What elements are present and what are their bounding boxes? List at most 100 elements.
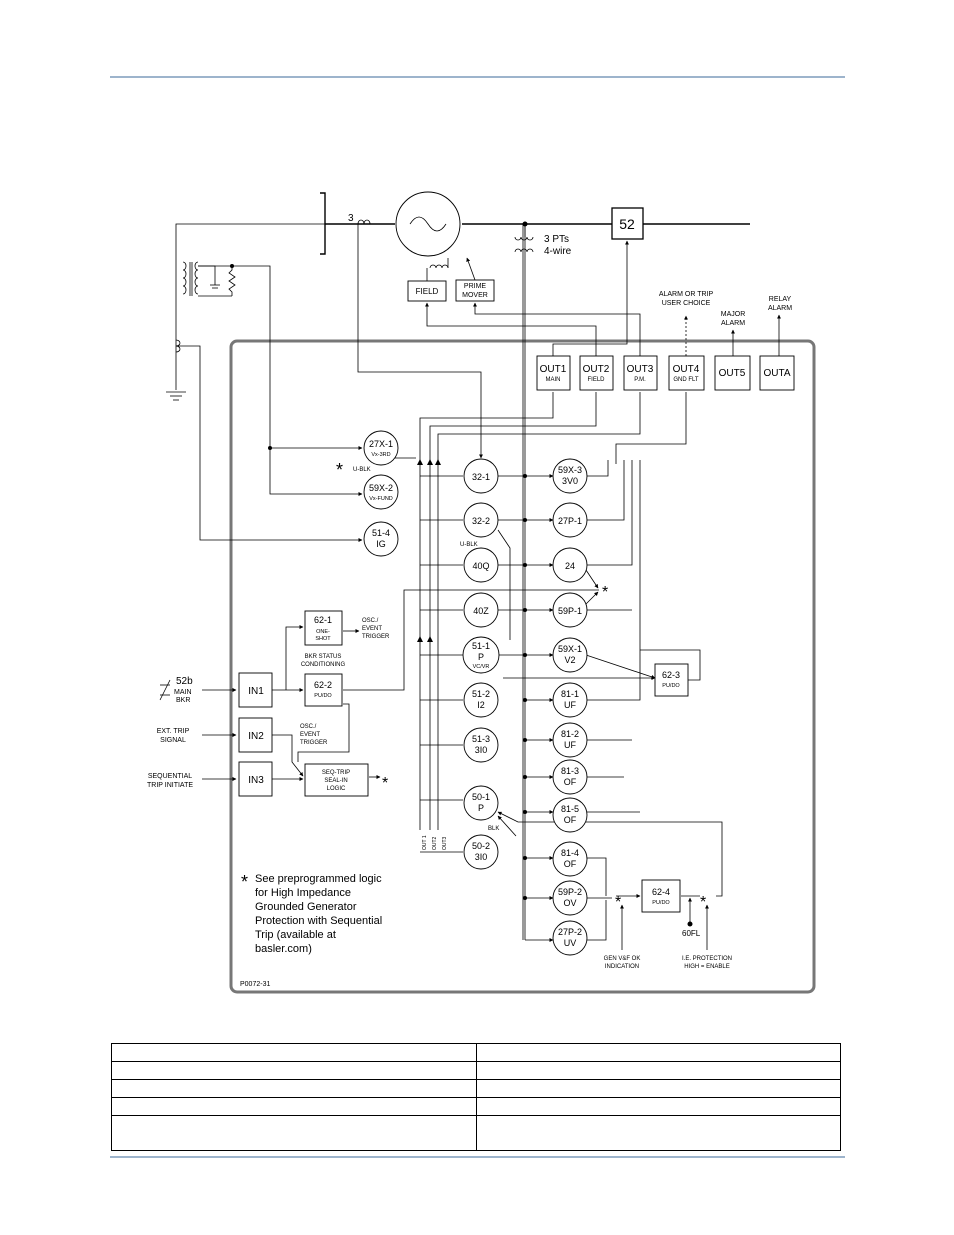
element-514-label: 51-4: [372, 528, 390, 538]
output-boxes: OUT1 MAIN OUT2 FIELD OUT3 P.M. OUT4 GND …: [536, 355, 795, 391]
right-elements: 59X-3 3V0 27P-1 24 * 59P-1 59X-1 V2 81-1…: [552, 458, 608, 956]
in1-label: IN1: [248, 686, 264, 697]
star-mark-4: *: [615, 894, 621, 911]
element-514-sub: IG: [376, 539, 386, 549]
bkr-52b-label: 52b: [176, 676, 193, 687]
element-501-label: 50-1: [472, 792, 490, 802]
seq-trip-label-2: SEAL-IN: [324, 778, 347, 784]
element-514: [363, 521, 399, 557]
element-815: [552, 797, 588, 833]
alarm-trip-label-2: USER CHOICE: [662, 300, 711, 307]
field-box: [407, 280, 447, 302]
element-40z-label: 40Z: [473, 606, 489, 616]
osc2-label-3: TRIGGER: [300, 740, 328, 746]
osc1-label-2: EVENT: [362, 626, 382, 632]
box-621-label-3: SHOT: [315, 636, 331, 642]
element-813-mid: OF: [564, 777, 577, 787]
element-512-mid: I2: [477, 700, 485, 710]
out3-vertical-label: OUT3: [442, 836, 448, 850]
note-line-3: Grounded Generator: [255, 901, 357, 913]
ie-protection-label-2: HIGH = ENABLE: [684, 964, 730, 970]
pt-label-2: 4-wire: [544, 246, 572, 257]
element-59x1-mid: V2: [564, 655, 575, 665]
relay-alarm-label: RELAY: [769, 296, 792, 303]
element-27x1: [363, 430, 399, 466]
element-27p2: [552, 920, 588, 956]
element-27x1-sub: Vx-3RD: [371, 452, 390, 458]
element-513-mid: 3I0: [475, 745, 488, 755]
major-alarm-label: MAJOR: [721, 311, 746, 318]
fl60-label: 60FL: [682, 929, 701, 938]
in1-box: [238, 672, 273, 708]
element-59p1-label: 59P-1: [558, 606, 582, 616]
field-label: FIELD: [416, 287, 439, 296]
prime-mover-box: [455, 279, 495, 302]
out2-label: OUT2: [583, 364, 610, 375]
box-622-label-2: PU/DO: [314, 693, 332, 699]
in2-label: IN2: [248, 731, 264, 742]
star-mark-2: *: [602, 584, 608, 601]
element-512: [463, 682, 499, 718]
table-row: [111, 1061, 841, 1080]
element-511: [462, 636, 500, 674]
element-513: [463, 727, 499, 763]
element-501-mid: P: [478, 803, 484, 813]
note-star: *: [241, 872, 248, 892]
footer-rule: [110, 1156, 845, 1158]
breaker-52-label: 52: [619, 216, 635, 232]
box-624: [641, 879, 681, 913]
box-624-label-2: PU/DO: [652, 900, 670, 906]
major-alarm-label-2: ALARM: [721, 320, 745, 327]
element-502: [463, 834, 499, 870]
header-rule: [110, 76, 845, 78]
out1-box: [536, 355, 571, 391]
prime-mover-label: PRIME: [464, 283, 487, 290]
drawing-number: P0072-31: [240, 981, 270, 988]
element-27x1-label: 27X-1: [369, 439, 393, 449]
element-40z: [463, 592, 499, 628]
ext-trip-label: EXT. TRIP: [157, 728, 190, 735]
osc2-label-2: EVENT: [300, 732, 320, 738]
element-812-label: 81-2: [561, 729, 579, 739]
bkr-bkr-label: BKR: [176, 697, 190, 704]
element-59p2-label: 59P-2: [558, 887, 582, 897]
box-623-label: 62-3: [662, 670, 680, 680]
star-mark-1: *: [336, 460, 343, 480]
bkr-status-label-2: CONDITIONING: [301, 662, 346, 668]
element-59x2-sub: Vx-FUND: [369, 496, 393, 502]
relay-enclosure: [229, 339, 816, 994]
in3-box: [238, 761, 273, 797]
element-812: [552, 722, 588, 758]
element-59x3-label: 59X-3: [558, 465, 582, 475]
bkr-status-label: BKR STATUS: [305, 654, 342, 660]
ie-protection-label: I.E. PROTECTION: [682, 956, 732, 962]
outa-label: OUTA: [763, 368, 790, 379]
relay-alarm-label-2: ALARM: [768, 305, 792, 312]
element-40q-label: 40Q: [472, 561, 489, 571]
in2-box: [238, 717, 273, 753]
element-59p2: [552, 880, 588, 916]
alarm-trip-label: ALARM OR TRIP: [659, 291, 714, 298]
element-59x1-label: 59X-1: [558, 644, 582, 654]
star-mark-3: *: [382, 775, 388, 792]
note-line-1: See preprogrammed logic: [255, 873, 382, 885]
box-623-label-2: PU/DO: [662, 683, 680, 689]
u-blk-label-2: U-BLK: [460, 542, 478, 548]
out2-vertical-label: OUT2: [432, 836, 438, 850]
element-814-label: 81-4: [561, 848, 579, 858]
ext-trip-label-2: SIGNAL: [160, 737, 186, 744]
out4-sub: GND FLT: [673, 377, 699, 383]
out1-label: OUT1: [540, 364, 567, 375]
ct-count-label: 3: [348, 213, 354, 224]
element-59p1: [552, 592, 588, 628]
out2-box: [579, 355, 614, 391]
seq-trip-label-3: LOGIC: [327, 786, 346, 792]
footnote: * See preprogrammed logic for High Imped…: [240, 872, 382, 988]
element-27p1-label: 27P-1: [558, 516, 582, 526]
element-511-sub: VC/VR: [473, 664, 490, 670]
blk-label: BLK: [488, 826, 499, 832]
reference-table: [111, 1043, 841, 1151]
element-27p2-mid: UV: [564, 938, 577, 948]
out1-sub: MAIN: [546, 377, 561, 383]
out5-box: [714, 355, 751, 391]
